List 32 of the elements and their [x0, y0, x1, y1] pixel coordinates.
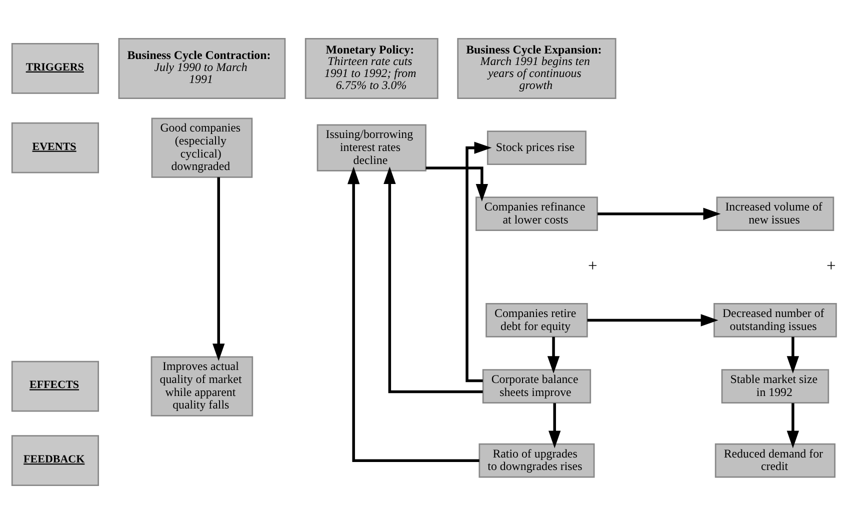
label: +: [588, 256, 598, 275]
node-box: Business Cycle Expansion: March 1991 begins ten years of continuous growth: [457, 37, 616, 98]
arrow: [587, 314, 718, 326]
arrow: [212, 176, 225, 361]
arrow: [786, 336, 800, 374]
node-box: Improves actual quality of market while apparent quality falls: [150, 356, 254, 416]
arrow: [598, 207, 721, 220]
node-box: Issuing/borrowing interest rates decline: [316, 124, 426, 171]
node-box: Corporate balance sheets improve: [482, 368, 592, 403]
arrow: [384, 166, 483, 393]
node-box: Monetary Policy: Thirteen rate cuts 1991 to 1992; from 6.75% to 3.0%: [304, 37, 438, 98]
node-box: Stock prices rise: [486, 130, 586, 164]
node-box: Stable market size in 1992: [721, 368, 830, 403]
node-box: EVENTS: [11, 122, 99, 173]
arrow: [347, 166, 480, 462]
arrow: [466, 141, 492, 382]
arrow: [547, 336, 560, 374]
arrow: [548, 402, 561, 448]
node-box: Companies refinance at lower costs: [476, 196, 598, 231]
label: +: [826, 256, 836, 275]
node-box: Increased volume of new issues: [716, 196, 834, 231]
node-box: Ratio of upgrades to downgrades rises: [478, 442, 595, 478]
arrow: [426, 166, 488, 201]
arrow: [786, 402, 800, 448]
node-box: Companies retire debt for equity: [486, 302, 588, 337]
node-box: Business Cycle Contraction: July 1990 to March 1991: [118, 37, 286, 98]
node-box: Decreased number of outstanding issues: [714, 302, 837, 337]
node-box: FEEDBACK: [11, 434, 99, 486]
node-box: TRIGGERS: [11, 42, 99, 94]
node-box: Reduced demand for credit: [714, 442, 836, 478]
node-box: Good companies (especially cyclical) downgraded: [151, 117, 253, 178]
node-box: EFFECTS: [11, 360, 99, 412]
